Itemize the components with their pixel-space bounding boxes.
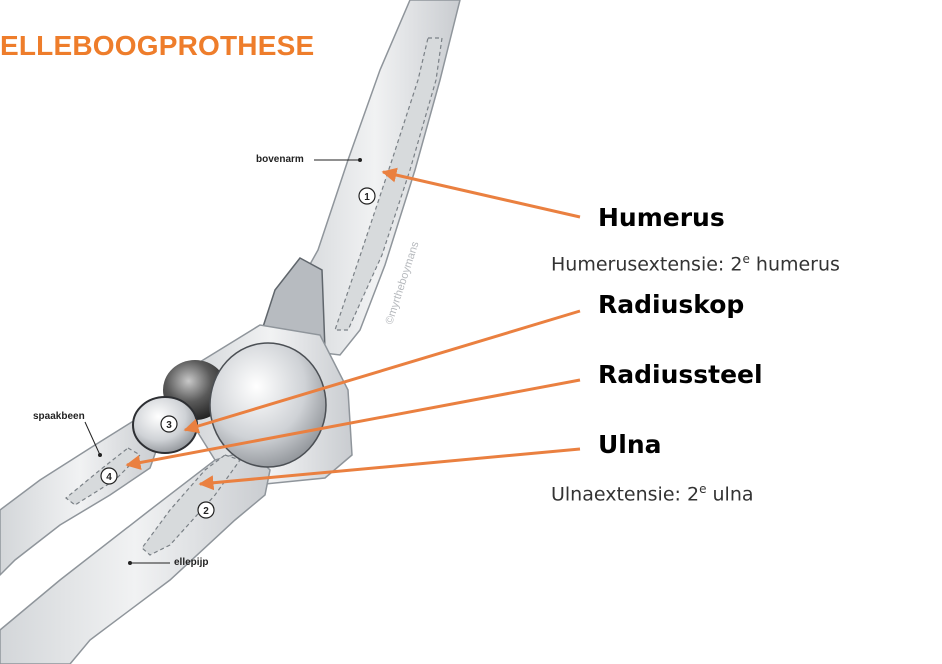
ulna-ext-prefix: Ulnaextensie: 2 xyxy=(551,483,699,505)
spaakbeen-label: spaakbeen xyxy=(33,411,85,422)
ulna-extension: Ulnaextensie: 2e ulna xyxy=(551,482,754,505)
marker-3: 3 xyxy=(161,416,177,432)
marker-2-label: 2 xyxy=(203,506,209,517)
ulna-ext-suffix: ulna xyxy=(706,483,753,505)
humerus-ext-suffix: humerus xyxy=(750,253,840,275)
marker-1-label: 1 xyxy=(364,192,370,203)
page-title: ELLEBOOGPROTHESE xyxy=(0,30,314,62)
arrow-humerus xyxy=(383,172,580,217)
humerus-ext-sup: e xyxy=(742,252,749,266)
marker-4: 4 xyxy=(101,468,117,484)
marker-3-label: 3 xyxy=(166,420,172,431)
bovenarm-label: bovenarm xyxy=(256,154,304,165)
label-ulna: Ulna xyxy=(598,430,662,459)
label-radiussteel: Radiussteel xyxy=(598,360,763,389)
humerus-ext-prefix: Humerusextensie: 2 xyxy=(551,253,742,275)
humerus-extension: Humerusextensie: 2e humerus xyxy=(551,252,840,275)
marker-2: 2 xyxy=(198,502,214,518)
ellepijp-label: ellepijp xyxy=(174,557,208,568)
marker-1: 1 xyxy=(359,188,375,204)
label-radiuskop: Radiuskop xyxy=(598,290,744,319)
marker-4-label: 4 xyxy=(106,472,112,483)
label-humerus: Humerus xyxy=(598,203,725,232)
